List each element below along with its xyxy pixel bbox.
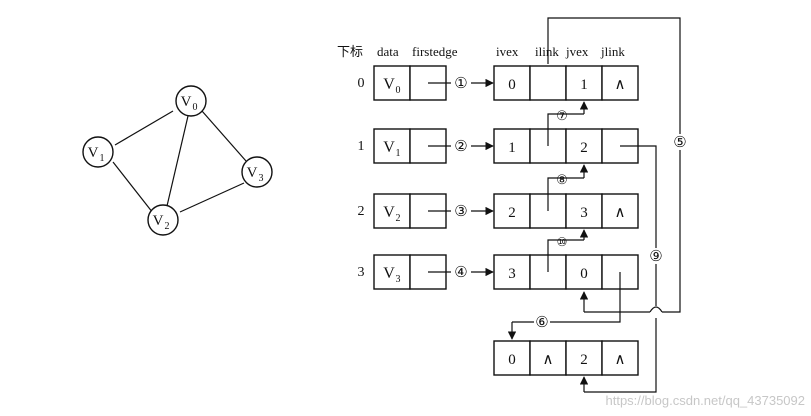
graph-edge-v2-v3 bbox=[179, 182, 245, 213]
svg-text:∧: ∧ bbox=[615, 77, 626, 93]
svg-text:2: 2 bbox=[358, 204, 365, 219]
svg-text:0: 0 bbox=[396, 85, 401, 96]
svg-text:⑨: ⑨ bbox=[649, 249, 662, 265]
svg-text:2: 2 bbox=[580, 352, 588, 368]
graph-node-v3: V 3 bbox=[241, 156, 273, 188]
svg-text:1: 1 bbox=[100, 153, 105, 164]
edge-node-3: 3 0 bbox=[493, 254, 639, 290]
svg-text:④: ④ bbox=[454, 265, 467, 281]
graph-node-v2: V 2 bbox=[147, 204, 179, 236]
header-index: 下标 bbox=[337, 44, 363, 59]
edge-node-1: 1 2 bbox=[493, 128, 639, 164]
svg-text:0: 0 bbox=[508, 77, 516, 93]
svg-text:1: 1 bbox=[508, 140, 516, 156]
header-jvex: jvex bbox=[565, 44, 589, 59]
svg-text:2: 2 bbox=[165, 221, 170, 232]
svg-text:⑧: ⑧ bbox=[556, 172, 568, 187]
svg-text:∧: ∧ bbox=[543, 352, 554, 368]
svg-text:②: ② bbox=[454, 139, 467, 155]
svg-text:∧: ∧ bbox=[615, 352, 626, 368]
svg-text:V: V bbox=[181, 94, 192, 110]
header-ivex: ivex bbox=[496, 44, 519, 59]
vertex-row-3: 3 V 3 ④ bbox=[358, 254, 494, 290]
link-7: ⑦ bbox=[547, 101, 589, 146]
svg-text:1: 1 bbox=[580, 77, 588, 93]
svg-text:⑤: ⑤ bbox=[673, 135, 686, 151]
table-headers: 下标 data firstedge ivex ilink jvex jlink bbox=[337, 44, 625, 59]
svg-text:③: ③ bbox=[454, 204, 467, 220]
link-pointers: ⑤ ⑦ ⑧ ⑩ ⑥ ⑨ bbox=[507, 17, 688, 393]
svg-text:0: 0 bbox=[508, 352, 516, 368]
watermark: https://blog.csdn.net/qq_43735092 bbox=[606, 393, 806, 408]
edge-nodes: 0 1 ∧ 1 2 2 3 ∧ bbox=[493, 65, 639, 376]
svg-text:3: 3 bbox=[580, 205, 588, 221]
vertex-table: 0 V 0 ① 1 V 1 ② 2 V 2 ③ bbox=[358, 65, 494, 290]
graph-edge-v0-v1 bbox=[114, 110, 174, 146]
svg-text:V: V bbox=[153, 213, 164, 229]
svg-text:V: V bbox=[383, 265, 395, 282]
svg-text:2: 2 bbox=[580, 140, 588, 156]
svg-text:1: 1 bbox=[396, 148, 401, 159]
header-firstedge: firstedge bbox=[412, 44, 458, 59]
svg-text:V: V bbox=[383, 204, 395, 221]
link-6: ⑥ bbox=[507, 272, 621, 340]
link-5: ⑤ bbox=[547, 17, 688, 313]
edge-node-0: 0 1 ∧ bbox=[493, 65, 639, 101]
header-jlink: jlink bbox=[600, 44, 625, 59]
svg-text:3: 3 bbox=[259, 173, 264, 184]
svg-text:1: 1 bbox=[358, 139, 365, 154]
svg-text:V: V bbox=[247, 165, 258, 181]
edge-node-2: 2 3 ∧ bbox=[493, 193, 639, 229]
vertex-row-2: 2 V 2 ③ bbox=[358, 193, 494, 229]
graph-edge-v0-v3 bbox=[201, 110, 247, 162]
graph-node-v0: V 0 bbox=[175, 85, 207, 117]
graph-node-v1: V 1 bbox=[82, 136, 114, 168]
svg-text:∧: ∧ bbox=[615, 205, 626, 221]
svg-text:⑦: ⑦ bbox=[556, 108, 568, 123]
svg-text:⑩: ⑩ bbox=[557, 235, 568, 249]
svg-text:0: 0 bbox=[193, 102, 198, 113]
undirected-graph: V 0 V 1 V 2 V 3 bbox=[82, 85, 273, 236]
svg-text:2: 2 bbox=[508, 205, 516, 221]
svg-text:V: V bbox=[88, 145, 99, 161]
svg-text:2: 2 bbox=[396, 213, 401, 224]
graph-edge-v1-v2 bbox=[112, 161, 154, 214]
header-data: data bbox=[377, 44, 399, 59]
link-8: ⑧ bbox=[547, 164, 589, 211]
svg-text:①: ① bbox=[454, 76, 467, 92]
svg-text:⑥: ⑥ bbox=[535, 315, 548, 331]
svg-text:V: V bbox=[383, 76, 395, 93]
link-9: ⑨ bbox=[579, 145, 664, 393]
svg-text:3: 3 bbox=[396, 274, 401, 285]
link-10: ⑩ bbox=[547, 229, 589, 272]
header-ilink: ilink bbox=[535, 44, 559, 59]
vertex-row-0: 0 V 0 ① bbox=[358, 65, 494, 101]
svg-text:3: 3 bbox=[508, 266, 516, 282]
svg-text:0: 0 bbox=[580, 266, 588, 282]
svg-text:0: 0 bbox=[358, 76, 365, 91]
graph-edge-v0-v2 bbox=[166, 115, 189, 207]
vertex-row-1: 1 V 1 ② bbox=[358, 128, 494, 164]
svg-text:3: 3 bbox=[358, 265, 365, 280]
svg-text:V: V bbox=[383, 139, 395, 156]
edge-node-4: 0 ∧ 2 ∧ bbox=[493, 340, 639, 376]
